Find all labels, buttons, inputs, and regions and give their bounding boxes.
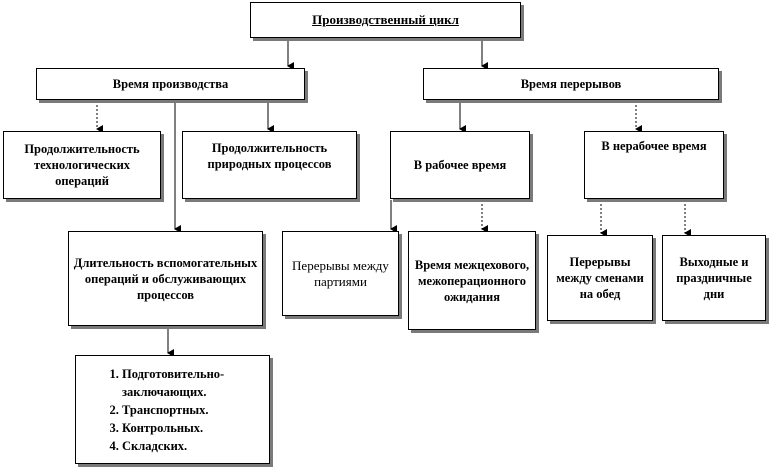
natural-processes-box: Продолжительность природных процессов	[182, 131, 357, 199]
working-time-box: В рабочее время	[390, 131, 530, 199]
between-batches-label: Перерывы между партиями	[292, 257, 389, 289]
lunch-breaks-label: Перерывы между сменами на обед	[556, 255, 644, 301]
between-batches-box: Перерывы между партиями	[282, 231, 399, 316]
break-time-box: Время перерывов	[423, 68, 719, 100]
auxiliary-operations-label: Длительность вспомогательных операций и …	[73, 255, 258, 302]
list-item: Транспортных.	[122, 401, 266, 419]
working-time-label: В рабочее время	[413, 158, 507, 172]
break-time-label: Время перерывов	[520, 77, 622, 91]
list-item: Контрольных.	[122, 419, 266, 437]
inter-shop-waiting-box: Время межцехового, межоперационного ожид…	[408, 231, 536, 330]
non-working-time-box: В нерабочее время	[584, 131, 724, 199]
non-working-time-label: В нерабочее время	[601, 139, 707, 153]
root-label: Производственный цикл	[312, 12, 459, 27]
holidays-label: Выходные и праздничные дни	[676, 255, 752, 301]
natural-processes-label: Продолжительность природных процессов	[207, 141, 332, 171]
list-item: Подготовительно-заключающих.	[122, 365, 266, 401]
holidays-box: Выходные и праздничные дни	[662, 235, 766, 321]
auxiliary-list: Подготовительно-заключающих. Транспортны…	[104, 365, 266, 455]
production-time-label: Время производства	[112, 77, 229, 91]
inter-shop-waiting-label: Время межцехового, межоперационного ожид…	[414, 257, 530, 304]
auxiliary-operations-box: Длительность вспомогательных операций и …	[68, 231, 263, 326]
auxiliary-list-box: Подготовительно-заключающих. Транспортны…	[75, 355, 270, 464]
list-item: Складских.	[122, 437, 266, 455]
tech-operations-box: Продолжительность технологических операц…	[3, 131, 161, 199]
lunch-breaks-box: Перерывы между сменами на обед	[547, 235, 653, 321]
root-box: Производственный цикл	[250, 2, 521, 38]
production-time-box: Время производства	[36, 68, 305, 100]
tech-operations-label: Продолжительность технологических операц…	[24, 142, 140, 188]
